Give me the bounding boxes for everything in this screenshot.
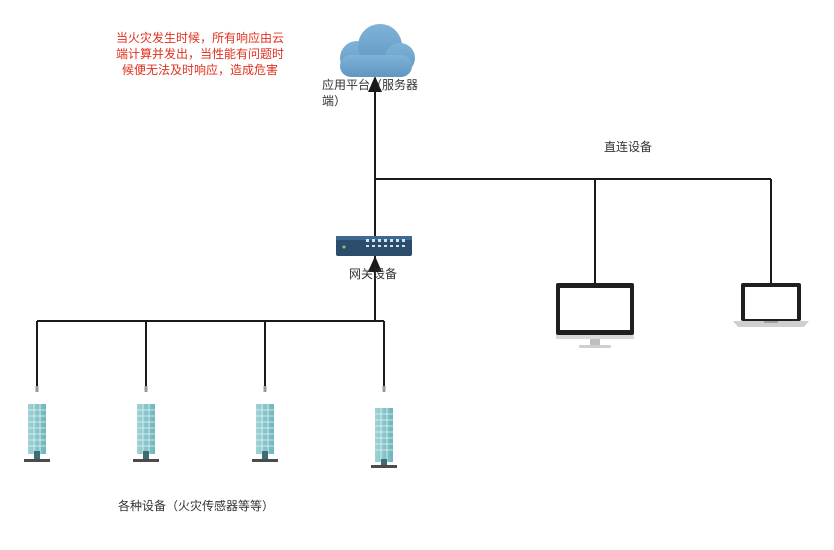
sensor-building-4 bbox=[371, 386, 397, 468]
warning-note-line-3: 候便无法及时响应，造成危害 bbox=[121, 63, 278, 77]
desktop-monitor-icon bbox=[556, 283, 634, 348]
cloud-label: 应用平台（服务器 端） bbox=[322, 77, 418, 109]
arrowhead-gateway bbox=[368, 256, 382, 272]
sensor-building-2 bbox=[133, 386, 159, 462]
laptop-icon bbox=[733, 283, 809, 327]
warning-note-line-2: 端计算并发出，当性能有问题时 bbox=[115, 47, 284, 61]
sensor-building-1 bbox=[24, 386, 50, 462]
sensors-label: 各种设备（火灾传感器等等） bbox=[118, 499, 275, 513]
cloud-label-line-2: 端） bbox=[322, 94, 347, 108]
warning-note-line-1: 当火灾发生时候，所有响应由云 bbox=[115, 31, 284, 45]
cloud-icon bbox=[340, 24, 415, 77]
cloud-label-line-1: 应用平台（服务器 bbox=[322, 78, 419, 92]
connection-lines bbox=[36, 82, 772, 388]
building-sensor-icon bbox=[24, 386, 397, 468]
sensor-building-3 bbox=[252, 386, 278, 462]
warning-note: 当火灾发生时候，所有响应由云 端计算并发出，当性能有问题时 候便无法及时响应，造… bbox=[100, 30, 300, 78]
arrowhead-cloud bbox=[368, 76, 382, 92]
network-switch-icon bbox=[336, 236, 412, 256]
direct-devices-label: 直连设备 bbox=[604, 140, 653, 154]
gateway-label: 网关设备 bbox=[349, 267, 398, 281]
